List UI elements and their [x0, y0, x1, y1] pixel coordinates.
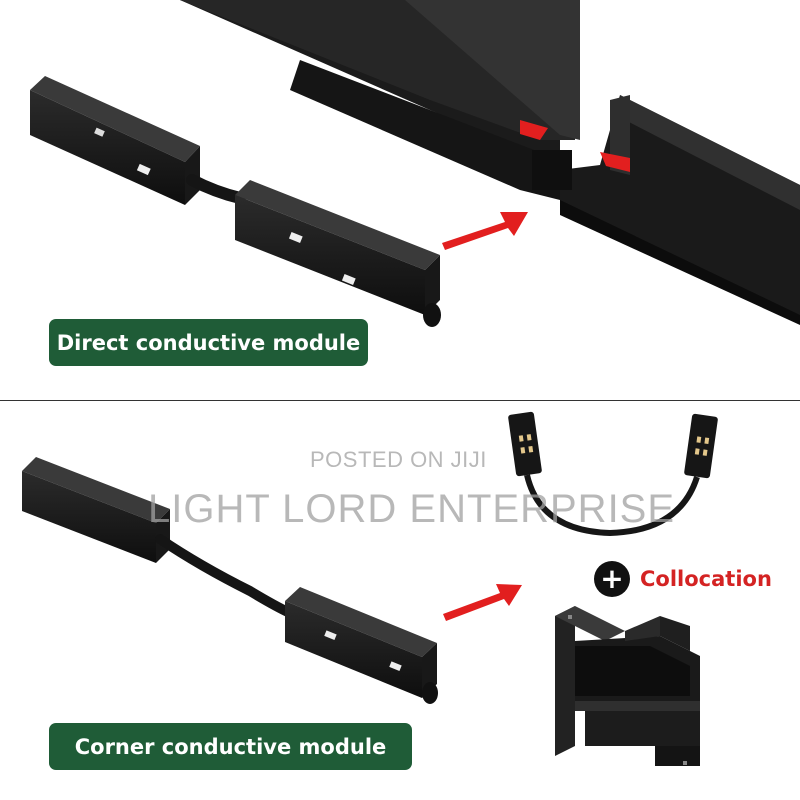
watermark-posted: POSTED ON JIJI	[310, 447, 487, 472]
gap-connector	[532, 150, 572, 190]
plus-icon: +	[594, 561, 630, 597]
corner-module-panel: + Collocation POSTED ON JIJI LIGHT LORD …	[0, 401, 800, 800]
corner-module-illustration	[22, 411, 718, 766]
flexible-connector	[508, 411, 718, 537]
gap-arrow-left	[520, 120, 548, 140]
direct-module-panel: Direct conductive module	[30, 0, 800, 366]
direct-module-illustration	[30, 0, 800, 327]
corner-track-piece	[555, 606, 700, 766]
insert-arrow	[442, 212, 528, 250]
module-block-left	[30, 76, 200, 205]
corner-module-label: Corner conductive module	[49, 723, 412, 770]
track-rail-right	[560, 95, 800, 325]
direct-module-label: Direct conductive module	[49, 319, 368, 366]
watermark-seller: LIGHT LORD ENTERPRISE	[148, 487, 676, 531]
module-block-right	[235, 180, 441, 327]
corner-module-block-right	[285, 587, 438, 704]
track-rail-left	[95, 0, 580, 200]
corner-connecting-cable	[155, 534, 295, 618]
collocation-label: Collocation	[640, 567, 772, 591]
connecting-cable	[186, 174, 246, 204]
collocation-arrow	[443, 584, 522, 621]
corner-module-block-left	[22, 457, 170, 563]
panel-divider	[0, 400, 800, 401]
gap-arrow-right	[600, 152, 630, 172]
collocation-note: + Collocation	[594, 561, 772, 597]
